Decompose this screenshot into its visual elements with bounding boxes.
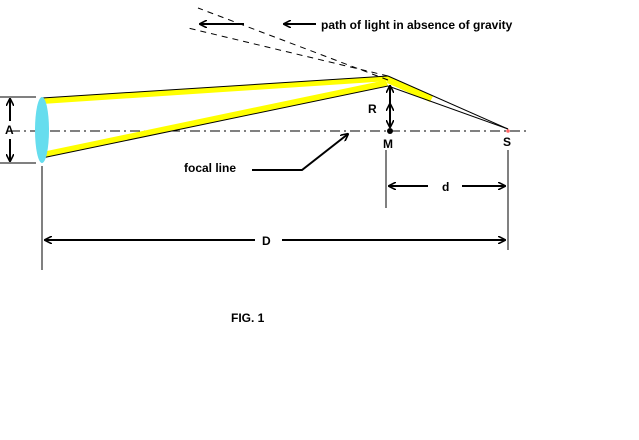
ray-to-source-lower [387,85,509,130]
lower-ray-band [42,80,388,158]
light-rays [41,75,509,159]
radius-label: R [368,102,377,116]
D-label: D [262,234,271,248]
right-ray-band [387,76,433,102]
aperture-label: A [5,123,14,137]
aperture-marker [0,96,36,164]
figure-caption: FIG. 1 [231,311,265,325]
lens [35,97,49,163]
d-label: d [442,180,449,194]
focal-line-label: focal line [184,161,236,175]
mass-label: M [383,137,393,151]
path-note-label: path of light in absence of gravity [321,18,513,32]
source-label: S [503,135,511,149]
ray-edge-upper [41,75,389,99]
ray-edge-lower [41,85,389,159]
unbent-path-line-2 [197,7,389,81]
source-point [506,129,510,133]
focal-line-pointer [252,134,348,171]
unbent-path-line-1 [187,27,389,77]
mass-point [387,128,393,134]
ray-to-source-upper [387,75,509,130]
upper-ray-band [42,76,389,104]
